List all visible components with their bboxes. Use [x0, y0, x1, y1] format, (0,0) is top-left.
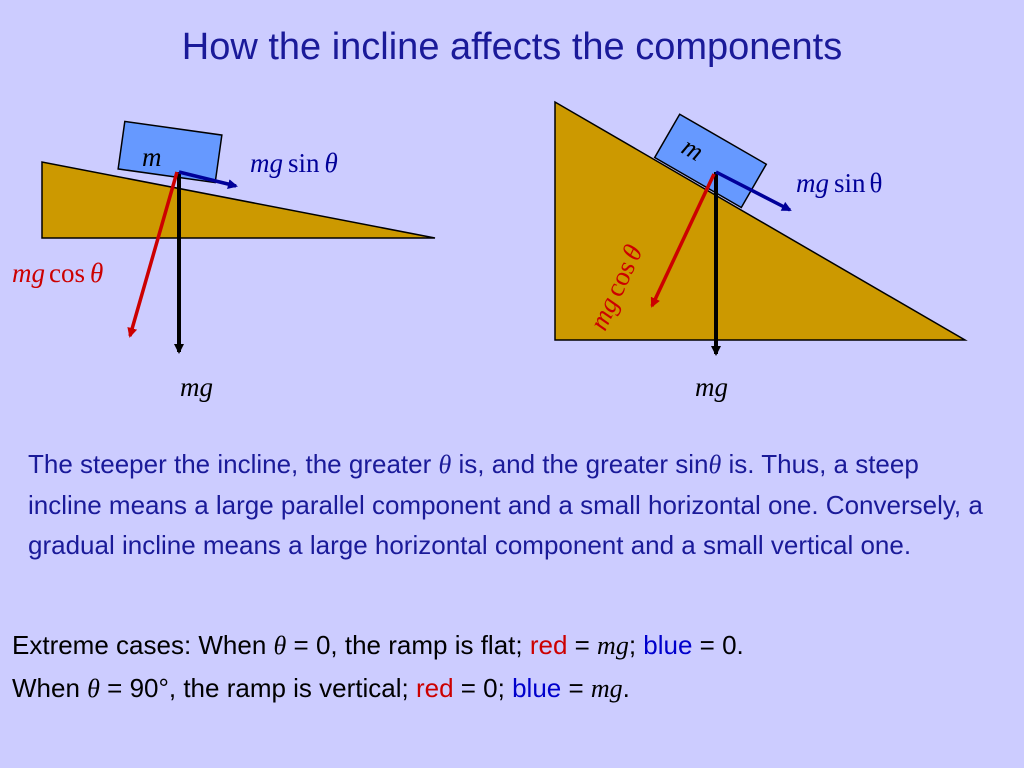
explanation-paragraph: The steeper the incline, the greater θ i… [28, 444, 998, 565]
left-ramp [41, 161, 436, 239]
para-theta-2: θ [708, 450, 722, 479]
left-parallel-arrow [178, 170, 238, 189]
right-perpendicular-arrow [650, 173, 716, 308]
right-parallel-arrow [715, 170, 792, 212]
extreme-cases: Extreme cases: When θ = 0, the ramp is f… [12, 624, 1012, 710]
para-theta-1: θ [438, 450, 452, 479]
para-text-1: The steeper the incline, the greater [28, 449, 439, 479]
left-perpendicular-arrow [127, 171, 179, 338]
left-block [117, 120, 223, 184]
right-ramp [554, 100, 968, 341]
left-weight-label: mg [180, 372, 213, 402]
para-text-3: is. Thus, a steep incline means a large … [28, 449, 983, 560]
para-text-2: is, and the greater sin [451, 449, 709, 479]
right-weight-label: mg [695, 372, 728, 402]
extreme-line-1: Extreme cases: When θ = 0, the ramp is f… [12, 630, 744, 660]
left-block-label: m [142, 142, 162, 172]
slide-title: How the incline affects the components [181, 26, 843, 68]
extreme-line-2: When θ = 90°, the ramp is vertical; red … [12, 673, 630, 703]
